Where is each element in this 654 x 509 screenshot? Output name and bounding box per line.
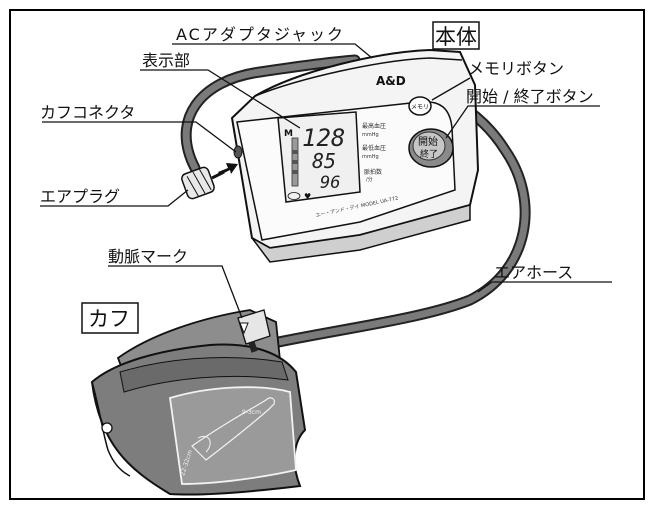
reading-systolic: 128 — [302, 124, 345, 152]
start-stop-button[interactable]: 開始 終了 — [408, 128, 454, 168]
artery-mark-symbol — [239, 322, 249, 335]
label-memory-button: メモリボタン — [468, 59, 564, 78]
label-cuff-connector: カフコネクタ — [40, 103, 135, 122]
pulse-symbol: ♥ — [304, 192, 311, 201]
lcd-labels: 最高血圧 mmHg 最低血圧 mmHg 脈拍数 /分 — [362, 122, 386, 183]
label-ac-adapter-jack: ACアダプタジャック — [176, 25, 345, 44]
label-artery-mark: 動脈マーク — [108, 247, 188, 266]
memory-mark: M — [284, 129, 293, 139]
label-main-unit-box: 本体 — [432, 21, 480, 50]
label-display: 表示部 — [142, 51, 190, 70]
diastolic-label: 最低血圧 — [362, 144, 386, 152]
brand-logo: A&D — [376, 74, 406, 88]
label-start-stop-button: 開始 / 終了ボタン — [466, 87, 594, 106]
leader-lines — [40, 43, 612, 319]
systolic-unit: mmHg — [362, 132, 379, 138]
diagram-frame — [9, 9, 645, 500]
reading-diastolic: 85 — [312, 149, 336, 173]
label-main-unit: 本体 — [435, 25, 477, 49]
memory-button-label: メモリ — [411, 104, 429, 111]
cuff-status-icon — [287, 192, 301, 200]
hose-cuff-joint — [248, 341, 258, 353]
cuff-connector[interactable] — [233, 145, 243, 159]
start-button-label: 開始 — [418, 135, 438, 148]
label-cuff-box: カフ — [81, 302, 139, 334]
systolic-label: 最高血圧 — [362, 122, 386, 130]
pulse-unit: /分 — [366, 176, 373, 183]
diastolic-unit: mmHg — [362, 154, 379, 160]
memory-button[interactable]: メモリ — [408, 96, 432, 116]
label-cuff: カフ — [88, 307, 130, 331]
stop-button-label: 終了 — [420, 148, 438, 160]
insert-arrow — [218, 163, 238, 175]
lcd-display: M 128 85 96 ♥ — [277, 111, 361, 203]
cuff-drawing: 9-3cm 22-32cm — [90, 309, 307, 496]
label-air-hose: エアホース — [494, 263, 573, 282]
label-air-plug: エアプラグ — [40, 187, 120, 206]
air-plug[interactable] — [180, 166, 225, 200]
pulse-label: 脈拍数 — [364, 168, 382, 176]
reading-pulse: 96 — [320, 173, 340, 193]
cuff-range-top: 9-3cm — [242, 409, 261, 416]
main-unit: A&D M 128 85 96 ♥ 最高血圧 mmHg 最低血圧 mmHg 脈拍… — [230, 48, 480, 263]
